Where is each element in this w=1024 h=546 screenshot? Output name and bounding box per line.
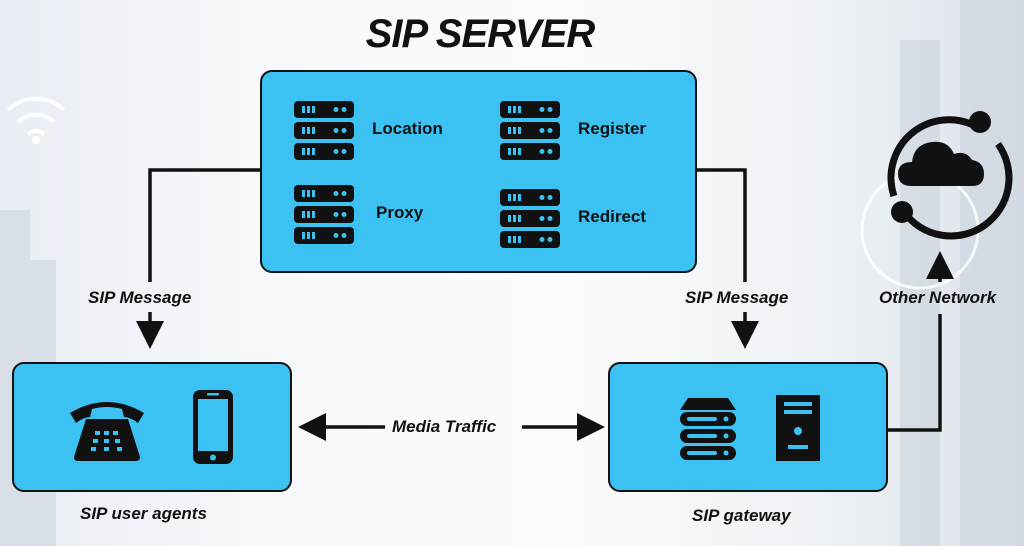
register-label: Register [578,119,647,138]
server-rack-icon [294,101,354,160]
location-label: Location [372,119,443,138]
sip-user-agents-box [12,362,292,492]
sip-gateway-box [608,362,888,492]
right-message-connector [697,168,747,282]
server-rack-icon [294,185,354,244]
diagram-title: SIP SERVER [365,12,596,56]
left-message-connector [148,168,260,282]
server-rack-icon [500,189,560,248]
redirect-label: Redirect [578,207,647,226]
desk-phone-icon [70,402,144,461]
proxy-label: Proxy [376,203,424,222]
sip-user-agents-label: SIP user agents [80,504,207,523]
other-network-label: Other Network [879,288,997,307]
cloud-network-icon [887,111,1013,240]
right-sip-message-label: SIP Message [685,288,789,307]
left-sip-message-label: SIP Message [88,288,192,307]
sip-gateway-label: SIP gateway [692,506,791,525]
media-traffic-label: Media Traffic [392,417,497,436]
server-stack-icon [680,398,736,460]
server-rack-icon [500,101,560,160]
mobile-phone-icon [193,390,233,464]
computer-tower-icon [776,395,820,461]
